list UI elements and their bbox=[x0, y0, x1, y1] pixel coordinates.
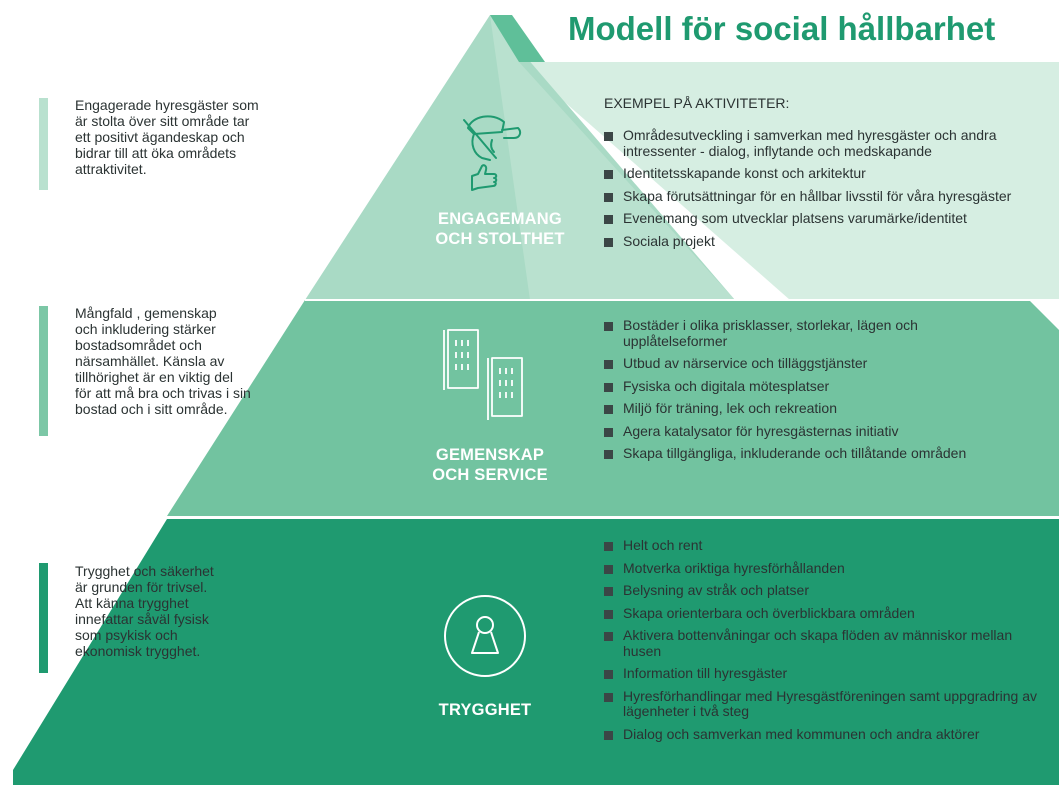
page-title: Modell för social hållbarhet bbox=[568, 10, 996, 47]
pyramid-layer-bottom bbox=[13, 519, 1059, 785]
list-item: Hyresförhandlingar med Hyresgästförening… bbox=[604, 688, 1043, 720]
description-community: Mångfald , gemenskap och inkludering stä… bbox=[75, 305, 251, 417]
list-item: Identitetsskapande konst och arkitektur bbox=[604, 165, 1054, 182]
examples-band-top bbox=[519, 62, 1059, 300]
description-bar-top bbox=[39, 98, 48, 190]
examples-heading: EXEMPEL PÅ AKTIVITETER: bbox=[604, 95, 790, 111]
list-item: Helt och rent bbox=[604, 537, 1054, 554]
pyramid-apex-highlight bbox=[490, 15, 545, 62]
list-item: Bostäder i olika prisklasser, storlekar,… bbox=[604, 317, 994, 349]
examples-list-community: Bostäder i olika prisklasser, storlekar,… bbox=[604, 317, 994, 462]
description-bar-middle bbox=[39, 306, 48, 436]
pyramid-layer-top-face bbox=[490, 15, 735, 300]
description-safety: Trygghet och säkerhet är grunden för tri… bbox=[75, 563, 214, 659]
description-bar-bottom bbox=[39, 563, 48, 673]
list-item: Information till hyresgäster bbox=[604, 665, 1054, 682]
list-item: Områdesutveckling i samverkan med hyresg… bbox=[604, 127, 1054, 159]
list-item: Motverka oriktiga hyresförhållanden bbox=[604, 560, 1054, 577]
list-item: Agera katalysator för hyresgästernas ini… bbox=[604, 423, 994, 440]
list-item: Dialog och samverkan med kommunen och an… bbox=[604, 726, 1054, 743]
list-item: Evenemang som utvecklar platsens varumär… bbox=[604, 210, 1054, 227]
layer-label-community: GEMENSKAP OCH SERVICE bbox=[432, 446, 548, 484]
pyramid-layer-middle bbox=[167, 300, 1059, 516]
list-item: Sociala projekt bbox=[604, 233, 1054, 250]
description-engagement: Engagerade hyresgäster som är stolta öve… bbox=[75, 97, 259, 177]
list-item: Aktivera bottenvåningar och skapa flöden… bbox=[604, 627, 1053, 659]
list-item: Belysning av stråk och platser bbox=[604, 582, 1054, 599]
list-item: Skapa orienterbara och överblickbara omr… bbox=[604, 605, 1054, 622]
list-item: Skapa förutsättningar för en hållbar liv… bbox=[604, 188, 1023, 205]
list-item: Miljö för träning, lek och rekreation bbox=[604, 400, 994, 417]
buildings-icon bbox=[443, 329, 523, 420]
list-item: Utbud av närservice och tilläggstjänster bbox=[604, 355, 994, 372]
layer-label-engagement: ENGAGEMANG OCH STOLTHET bbox=[435, 210, 565, 248]
examples-list-engagement: Områdesutveckling i samverkan med hyresg… bbox=[604, 127, 1054, 250]
list-item: Skapa tillgängliga, inkluderande och til… bbox=[604, 445, 993, 462]
hat-thumbs-up-person-icon bbox=[463, 115, 522, 191]
list-item: Fysiska och digitala mötesplatser bbox=[604, 378, 994, 395]
keyhole-icon bbox=[444, 595, 526, 677]
layer-label-safety: TRYGGHET bbox=[438, 701, 532, 719]
examples-list-safety: Helt och rent Motverka oriktiga hyresför… bbox=[604, 537, 1054, 743]
